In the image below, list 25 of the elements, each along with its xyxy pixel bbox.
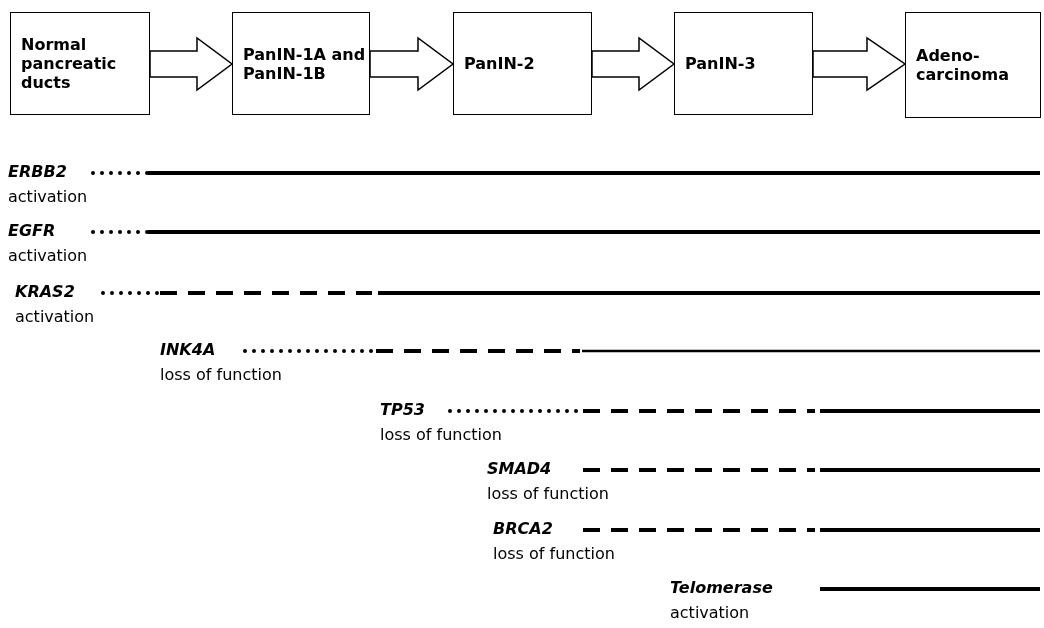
gene-change-label: activation [15, 307, 95, 326]
stage-box: PanIN-3 [674, 12, 813, 115]
block-arrow [591, 36, 676, 92]
gene-name: INK4A [160, 340, 216, 359]
stage-box: Adeno- carcinoma [905, 12, 1041, 118]
stage-box: Normal pancreatic ducts [10, 12, 150, 115]
gene-change-label: loss of function [493, 544, 615, 563]
gene-name: TP53 [380, 400, 425, 419]
gene-name: KRAS2 [15, 282, 75, 301]
gene-name: EGFR [8, 221, 56, 240]
gene-name: SMAD4 [487, 459, 552, 478]
stage-box: PanIN-2 [453, 12, 592, 115]
block-arrow [149, 36, 234, 92]
gene-change-label: activation [8, 187, 88, 206]
block-arrow [812, 36, 907, 92]
gene-change-label: loss of function [160, 365, 282, 384]
gene-name: BRCA2 [493, 519, 553, 538]
gene-name: Telomerase [670, 578, 773, 597]
block-arrow [369, 36, 455, 92]
gene-change-label: activation [670, 603, 750, 622]
gene-change-label: activation [8, 246, 88, 265]
gene-change-label: loss of function [487, 484, 609, 503]
gene-name: ERBB2 [8, 162, 67, 181]
stage-box: PanIN-1A and PanIN-1B [232, 12, 370, 115]
gene-change-label: loss of function [380, 425, 502, 444]
